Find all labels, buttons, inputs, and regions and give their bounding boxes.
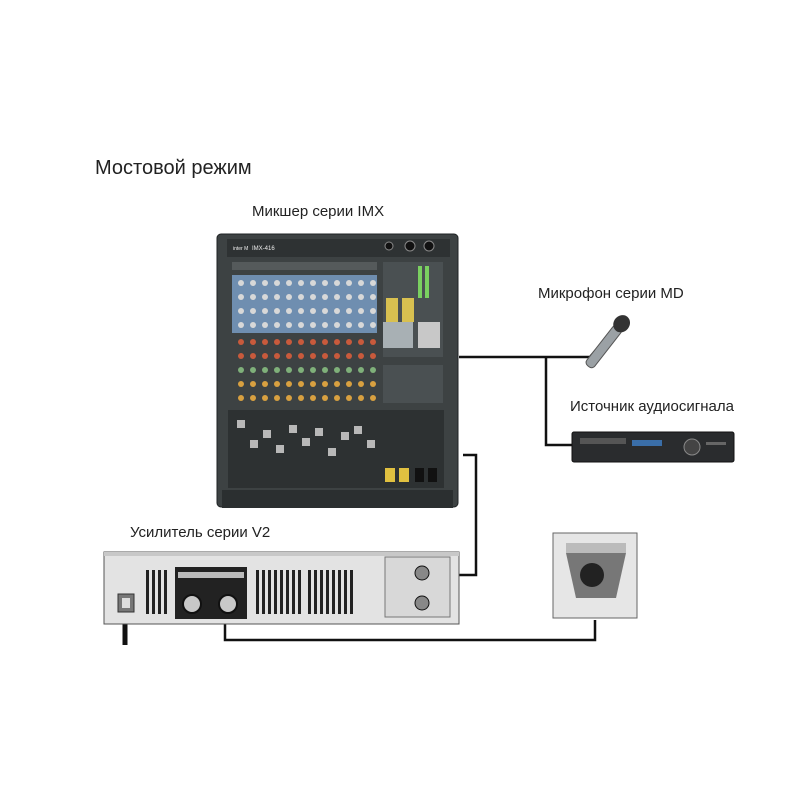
amplifier-vents [146, 570, 353, 614]
mixer-label: Микшер серии IMX [252, 203, 385, 220]
amplifier-device [103, 551, 460, 625]
mixer-device: inter M IMX-416 [216, 233, 459, 508]
mixer-model: IMX-416 [252, 246, 275, 252]
mixer-faders [237, 420, 375, 456]
cable-mixer-to-audio-source [544, 357, 572, 447]
microphone-icon [585, 315, 631, 369]
audio-source-label: Источник аудиосигнала [570, 398, 734, 415]
mixer-knob-rows [238, 280, 376, 401]
mixer-brand: inter M [233, 246, 248, 252]
diagram-title: Мостовой режим [95, 157, 252, 179]
amplifier-label: Усилитель серии V2 [130, 524, 271, 541]
microphone-label: Микрофон серии MD [538, 285, 684, 302]
audio-source-device [571, 431, 735, 463]
cable-amplifier-to-speaker [223, 620, 597, 642]
speaker-device [552, 532, 638, 619]
cable-mixer-to-microphone [459, 349, 597, 359]
